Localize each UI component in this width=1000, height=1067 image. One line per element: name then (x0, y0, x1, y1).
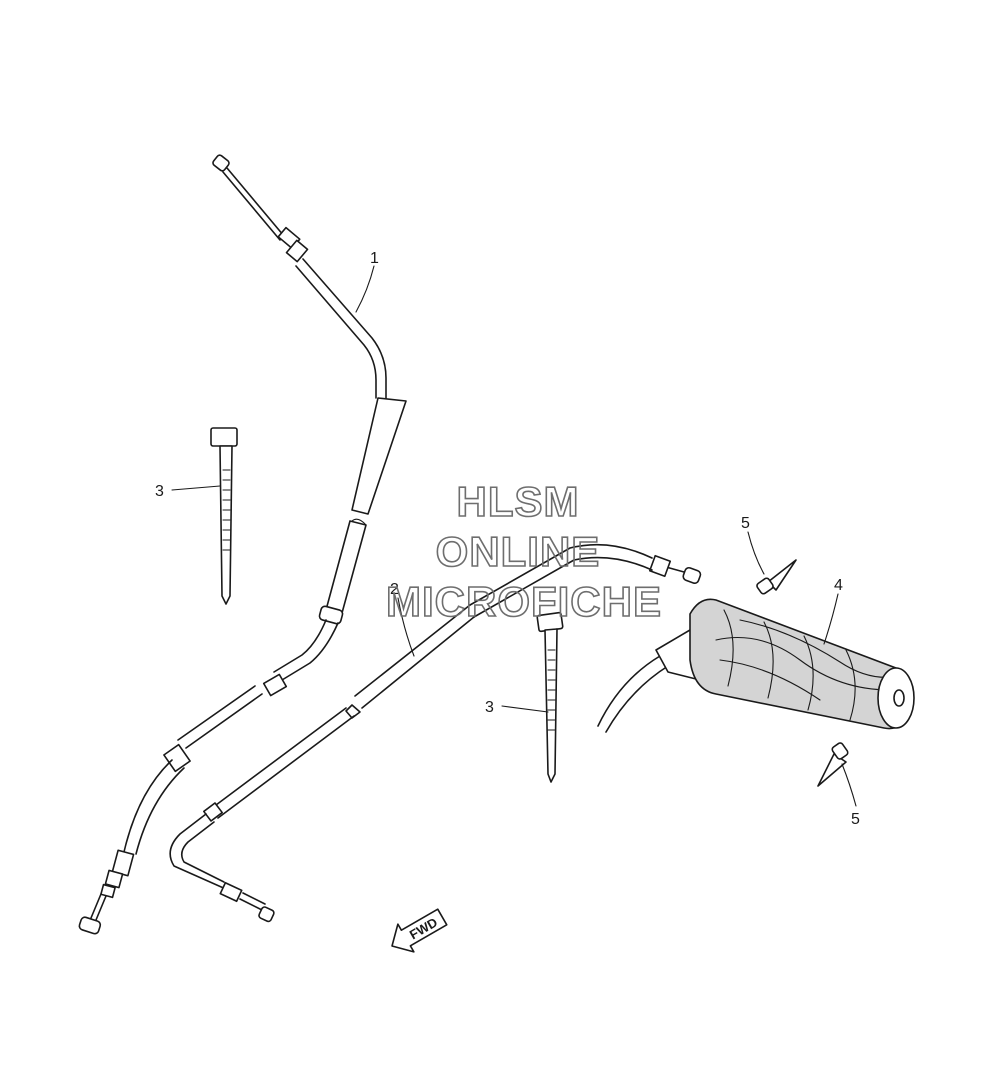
forward-arrow-icon: FWD (391, 908, 448, 953)
grip-body (689, 598, 913, 730)
cable-2-right-end-fitting (682, 566, 702, 584)
watermark-line-3: MICROFICHE (386, 578, 662, 625)
watermark-line-2: ONLINE (436, 528, 601, 575)
leader-lines (171, 265, 857, 807)
cable-2 (169, 543, 702, 923)
callout-5-upper: 5 (741, 515, 750, 532)
pin-upper (756, 559, 797, 595)
throttle-grip (597, 598, 915, 733)
watermark: HLSM ONLINE MICROFICHE (385, 477, 662, 626)
cable-1-top-end-fitting (212, 154, 230, 172)
cable-2-bottom-adjuster (219, 881, 243, 903)
cable-2-bottom-end-fitting (258, 906, 275, 923)
cable-1-clamp (318, 605, 344, 625)
cable-tie-right (536, 611, 564, 783)
cable-1 (78, 154, 407, 935)
cable-1-bottom-end-fitting (78, 916, 102, 935)
callout-1: 1 (370, 250, 379, 267)
watermark-line-1: HLSM (457, 478, 580, 525)
callout-2: 2 (390, 581, 399, 598)
cable-tie-left (210, 427, 238, 605)
callout-3-right: 3 (485, 699, 494, 716)
callout-5-lower: 5 (851, 811, 860, 828)
callout-4: 4 (834, 577, 843, 594)
pin-lower (817, 742, 849, 787)
callout-3-left: 3 (155, 483, 164, 500)
